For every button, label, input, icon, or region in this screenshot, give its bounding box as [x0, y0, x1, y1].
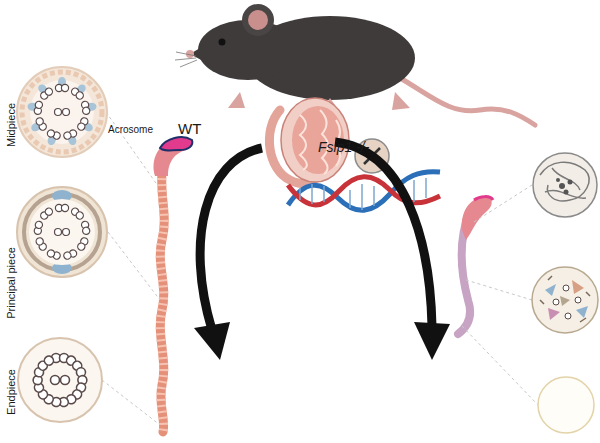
part-label: Acrosome	[108, 124, 153, 135]
section-label: Principal piece	[5, 247, 17, 319]
section-label: Endpiece	[5, 369, 17, 415]
section-label: Midpiece	[5, 103, 17, 147]
genotype-label: Fsip1 -/-	[318, 140, 369, 155]
group-label: WT	[178, 121, 201, 138]
